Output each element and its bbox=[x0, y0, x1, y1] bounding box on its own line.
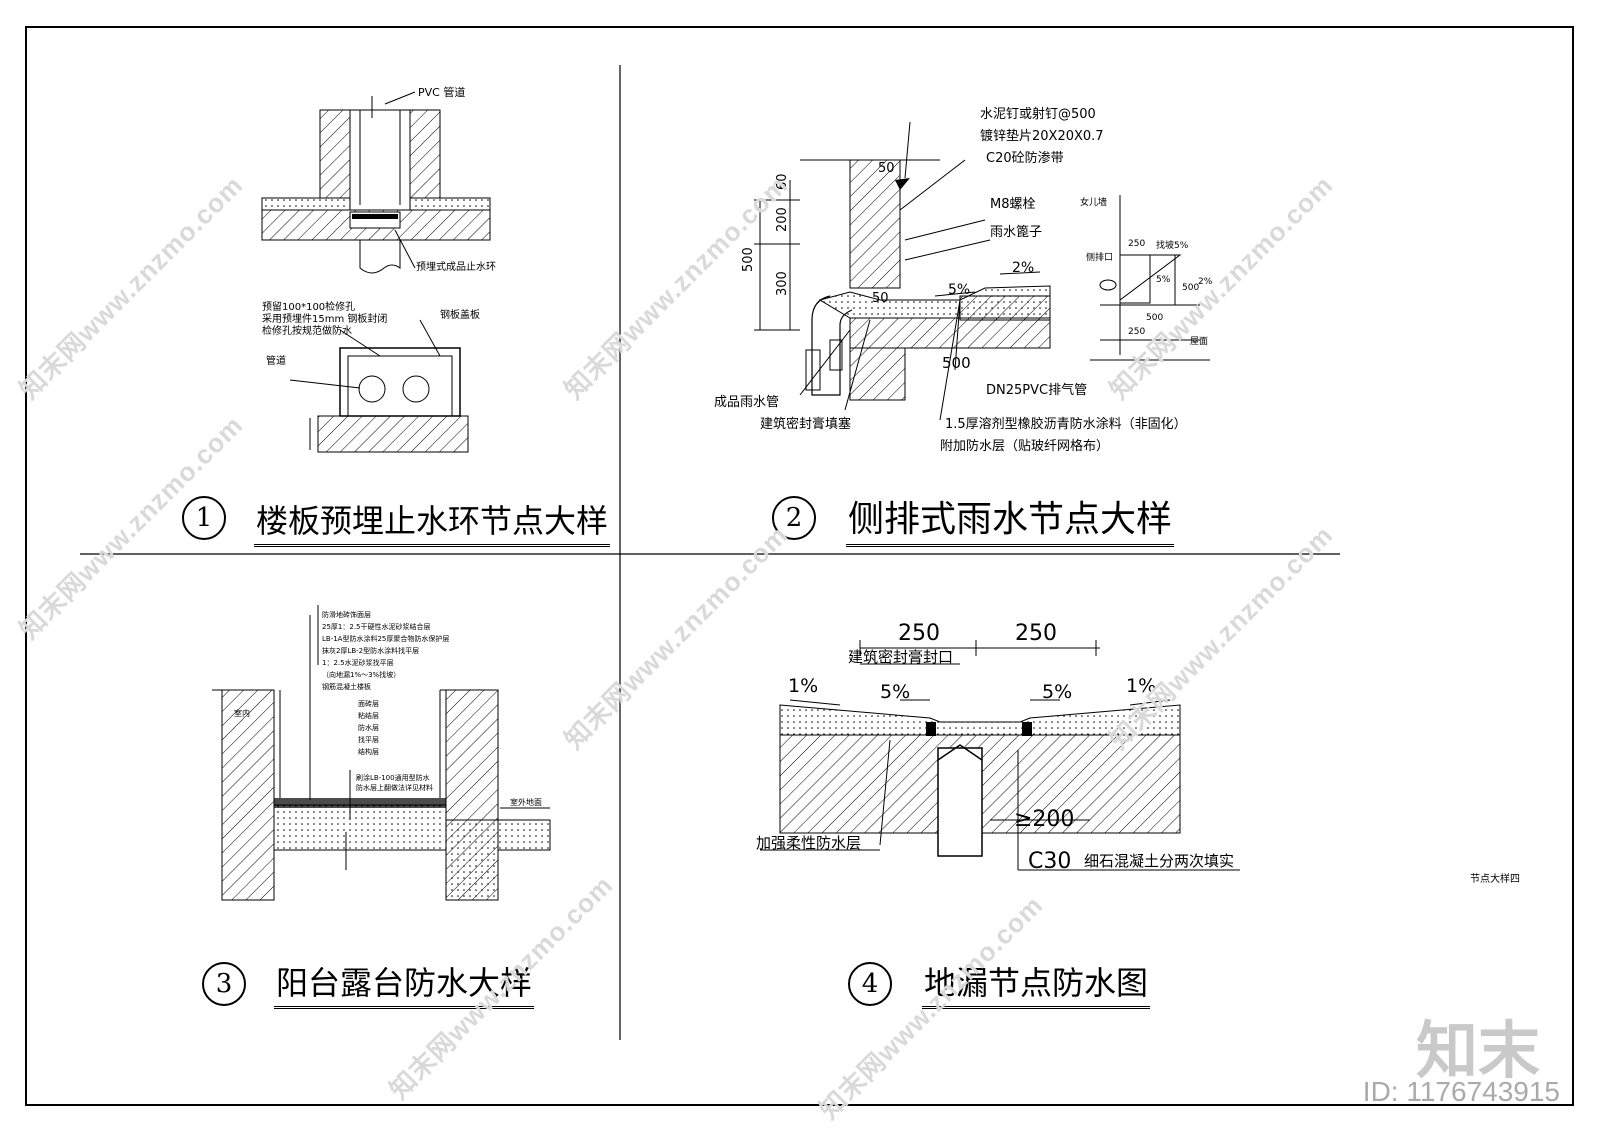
d2-small-b: 500 bbox=[1146, 313, 1163, 323]
d2-label-4: M8螺栓 bbox=[990, 197, 1036, 212]
d3-mat-3: 防水层 bbox=[358, 723, 379, 732]
d2-dim-60: 60 bbox=[775, 173, 790, 190]
d2-small-e: 5% bbox=[1156, 275, 1171, 285]
sheet-border bbox=[25, 26, 1574, 1106]
d3-mat-5: 结构层 bbox=[358, 747, 379, 756]
caption-4-title: 地漏节点防水图 bbox=[922, 958, 1151, 1009]
caption-3-number: 3 bbox=[202, 962, 246, 1006]
d4-slope-5a: 5% bbox=[880, 681, 910, 703]
d4-slope-1a: 1% bbox=[788, 675, 818, 697]
d1-box2-label: 采用预埋件15mm 钢板封闭 bbox=[262, 312, 387, 325]
detail-3-drawing bbox=[212, 605, 551, 901]
d2-label-10: 建筑密封膏填塞 bbox=[760, 416, 851, 432]
d2-slope-2: 2% bbox=[1012, 260, 1034, 276]
brand-logo: 知末 bbox=[1415, 1014, 1540, 1087]
d3-note-7: 钢筋混凝土楼板 bbox=[322, 682, 371, 691]
caption-2-title: 侧排式雨水节点大样 bbox=[846, 490, 1175, 547]
d4-tag: 节点大样四 bbox=[1470, 872, 1520, 885]
d3-mat-6: 刷涂LB-100通用型防水 bbox=[356, 773, 430, 782]
d2-label-1: 水泥钉或射钉@500 bbox=[980, 106, 1096, 122]
caption-3-title: 阳台露台防水大样 bbox=[274, 958, 535, 1009]
d1-pvc-label: PVC 管道 bbox=[418, 85, 465, 99]
d3-note-1: 防滑地砖饰面层 bbox=[322, 610, 371, 619]
d3-mat-2: 粘结层 bbox=[358, 711, 379, 720]
d2-label-7: 1.5厚溶剂型橡胶沥青防水涂料（非固化） bbox=[945, 416, 1187, 432]
d2-label-3: C20砼防渗带 bbox=[986, 150, 1064, 166]
d2-dim-500b: 500 bbox=[942, 354, 971, 372]
d1-top-label: 钢板盖板 bbox=[440, 308, 480, 321]
d2-label-8: 附加防水层（贴玻纤网格布） bbox=[940, 438, 1109, 454]
detail-4-drawing bbox=[760, 640, 1240, 871]
d3-note-4: 抹灰2厚LB-2型防水涂料找平层 bbox=[322, 646, 419, 655]
detail-2-drawing bbox=[754, 121, 1210, 421]
d4-seal-label: 建筑密封膏封口 bbox=[848, 648, 953, 666]
d3-mat-4: 找平层 bbox=[358, 735, 379, 744]
d2-slope-5: 5% bbox=[948, 282, 970, 298]
d2-label-5: 雨水篦子 bbox=[990, 225, 1042, 240]
d4-c30-label: C30 bbox=[1028, 849, 1071, 874]
d2-small-c: 250 bbox=[1128, 327, 1145, 337]
d3-note-5: 1：2.5水泥砂浆找平层 bbox=[322, 658, 394, 667]
d3-mat-1: 面砖层 bbox=[358, 699, 379, 708]
caption-2-number: 2 bbox=[772, 496, 816, 540]
d4-reinf-label: 加强柔性防水层 bbox=[756, 834, 861, 852]
detail-1-drawing bbox=[261, 91, 491, 453]
d3-side-label: 室内 bbox=[234, 708, 250, 718]
d2-label-2: 镀锌垫片20X20X0.7 bbox=[980, 128, 1104, 144]
d2-small-f: 500 bbox=[1182, 283, 1199, 293]
caption-1-title: 楼板预埋止水环节点大样 bbox=[254, 496, 611, 547]
d1-pipe-label: 管道 bbox=[266, 354, 286, 367]
d2-dim-50a: 50 bbox=[878, 161, 895, 176]
d2-small-h: 找坡5% bbox=[1156, 239, 1189, 251]
d2-dim-200: 200 bbox=[775, 207, 790, 232]
image-id: ID: 1176743915 bbox=[1362, 1076, 1560, 1107]
caption-4-number: 4 bbox=[848, 962, 892, 1006]
d4-width-250b: 250 bbox=[1015, 621, 1057, 646]
d2-dim-50b: 50 bbox=[872, 291, 889, 306]
d2-label-6: DN25PVC排气管 bbox=[986, 382, 1087, 398]
d3-note-6: （向地漏1%～3%找坡） bbox=[322, 670, 400, 679]
d2-small-a: 250 bbox=[1128, 239, 1145, 249]
d2-dim-500: 500 bbox=[741, 247, 756, 272]
d2-small-g: 屋面 bbox=[1190, 336, 1208, 347]
d4-width-250a: 250 bbox=[898, 621, 940, 646]
caption-1-number: 1 bbox=[182, 496, 226, 540]
d4-min-200: ≥200 bbox=[1014, 807, 1074, 832]
d2-small-j: 女儿墙 bbox=[1080, 196, 1107, 208]
d2-small-i: 侧排口 bbox=[1086, 251, 1113, 263]
d3-note-3: LB-1A型防水涂料25厚聚合物防水保护层 bbox=[322, 634, 449, 643]
d2-dim-300: 300 bbox=[775, 271, 790, 296]
d3-right-label: 室外地面 bbox=[510, 797, 542, 807]
d1-ring-label: 预埋式成品止水环 bbox=[416, 260, 496, 273]
d2-small-d: 2% bbox=[1198, 277, 1213, 287]
d3-note-2: 25厚1：2.5干硬性水泥砂浆结合层 bbox=[322, 622, 431, 631]
d1-box3-label: 检修孔按规范做防水 bbox=[262, 324, 352, 337]
d3-mat-7: 防水层上翻做法详见材料 bbox=[356, 783, 433, 792]
d4-slope-1b: 1% bbox=[1126, 675, 1156, 697]
d4-slope-5b: 5% bbox=[1042, 681, 1072, 703]
d4-c30-desc: 细石混凝土分两次填实 bbox=[1084, 852, 1234, 870]
d1-box1-label: 预留100*100检修孔 bbox=[262, 300, 355, 313]
d2-label-9: 成品雨水管 bbox=[714, 395, 779, 410]
